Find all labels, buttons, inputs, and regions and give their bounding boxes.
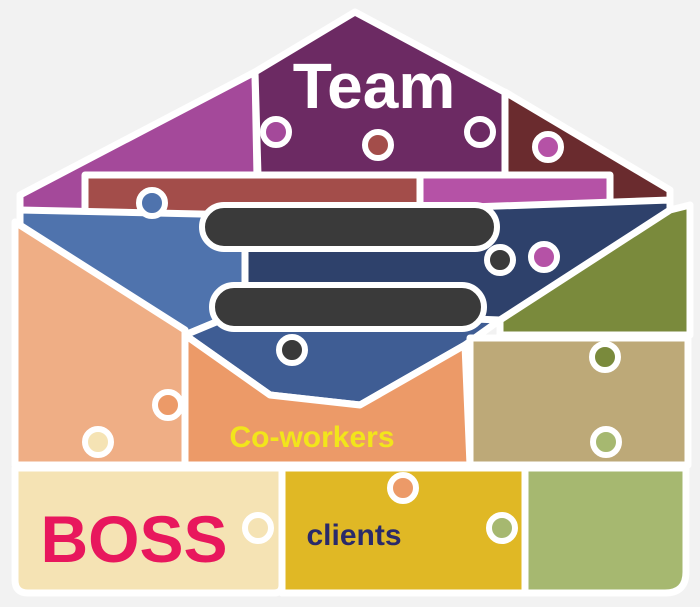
boss-label: BOSS [40, 502, 227, 576]
puzzle-knob [590, 426, 622, 458]
team-label: Team [293, 50, 455, 122]
coworkers-label: Co-workers [229, 421, 394, 454]
puzzle-knob [464, 116, 496, 148]
puzzle-knob [152, 389, 184, 421]
puzzle-knob [532, 131, 564, 163]
puzzle-knob [589, 341, 621, 373]
chat-lines-icon [199, 202, 516, 366]
puzzle-knob [528, 241, 560, 273]
puzzle-knob [136, 187, 168, 219]
puzzle-knob [242, 512, 274, 544]
puzzle-piece-sage [521, 464, 690, 597]
puzzle-knob [387, 472, 419, 504]
puzzle-piece-khaki [466, 334, 692, 469]
clients-label: clients [306, 519, 401, 552]
puzzle-knob [362, 129, 394, 161]
puzzle-knob [260, 116, 292, 148]
puzzle-knob [82, 426, 114, 458]
puzzle-knob [486, 512, 518, 544]
